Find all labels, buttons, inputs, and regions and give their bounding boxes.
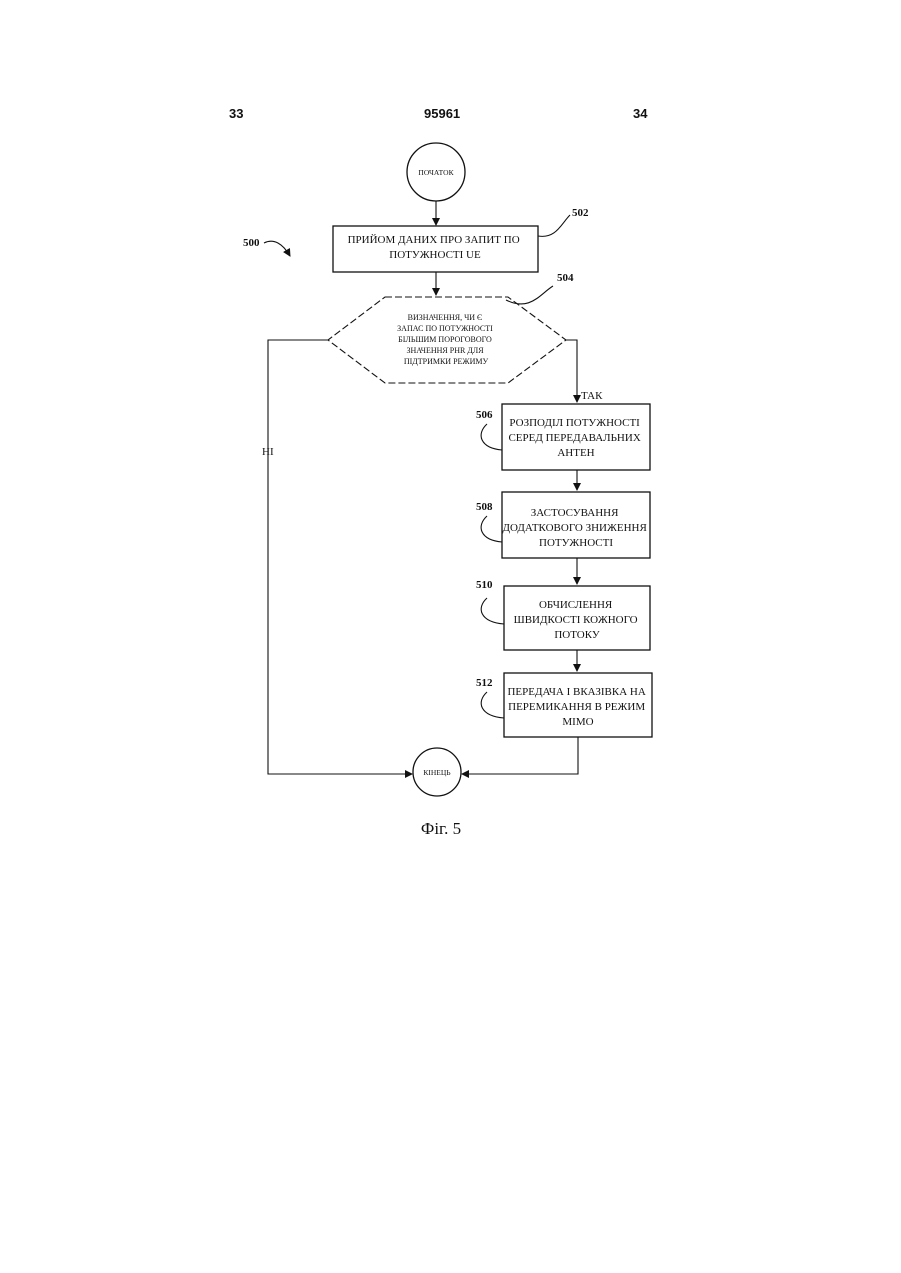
step-512: ПЕРЕДАЧА І ВКАЗІВКА НА ПЕРЕМИКАННЯ В РЕЖ… [504,673,652,737]
decision-504-text: ВИЗНАЧЕННЯ, ЧИ Є ЗАПАС ПО ПОТУЖНОСТІ БІЛ… [397,313,495,366]
start-terminal: ПОЧАТОК [407,143,465,201]
step-508-ref: 508 [476,501,493,513]
figure-caption: Фіг. 5 [421,819,461,838]
step-506: РОЗПОДІЛ ПОТУЖНОСТІ СЕРЕД ПЕРЕДАВАЛЬНИХ … [502,404,650,470]
ref-leader-512 [481,692,504,718]
ref-leader-502 [538,215,570,236]
yes-label: ТАК [581,390,603,402]
ref-leader-510 [481,598,504,624]
start-label: ПОЧАТОК [418,168,454,177]
decision-504-ref: 504 [557,272,574,284]
end-terminal: КІНЕЦЬ [413,748,461,796]
figure-ref-arrow [264,241,290,256]
connector-no-branch [268,340,412,774]
no-label: НІ [262,446,274,458]
decision-504: ВИЗНАЧЕННЯ, ЧИ Є ЗАПАС ПО ПОТУЖНОСТІ БІЛ… [328,297,566,383]
connector-512-end [462,737,578,774]
step-502: ПРИЙОМ ДАНИХ ПРО ЗАПИТ ПО ПОТУЖНОСТІ UE [333,226,538,272]
step-512-ref: 512 [476,677,493,689]
ref-leader-508 [481,516,502,542]
step-502-ref: 502 [572,207,589,219]
step-508: ЗАСТОСУВАННЯ ДОДАТКОВОГО ЗНИЖЕННЯ ПОТУЖН… [502,492,650,558]
step-510-ref: 510 [476,579,493,591]
ref-leader-506 [481,424,502,450]
step-506-ref: 506 [476,409,493,421]
step-510: ОБЧИСЛЕННЯ ШВИДКОСТІ КОЖНОГО ПОТОКУ [504,586,650,650]
end-label: КІНЕЦЬ [423,768,451,777]
figure-ref-label: 500 [243,237,260,249]
connector-yes-branch [566,340,577,402]
